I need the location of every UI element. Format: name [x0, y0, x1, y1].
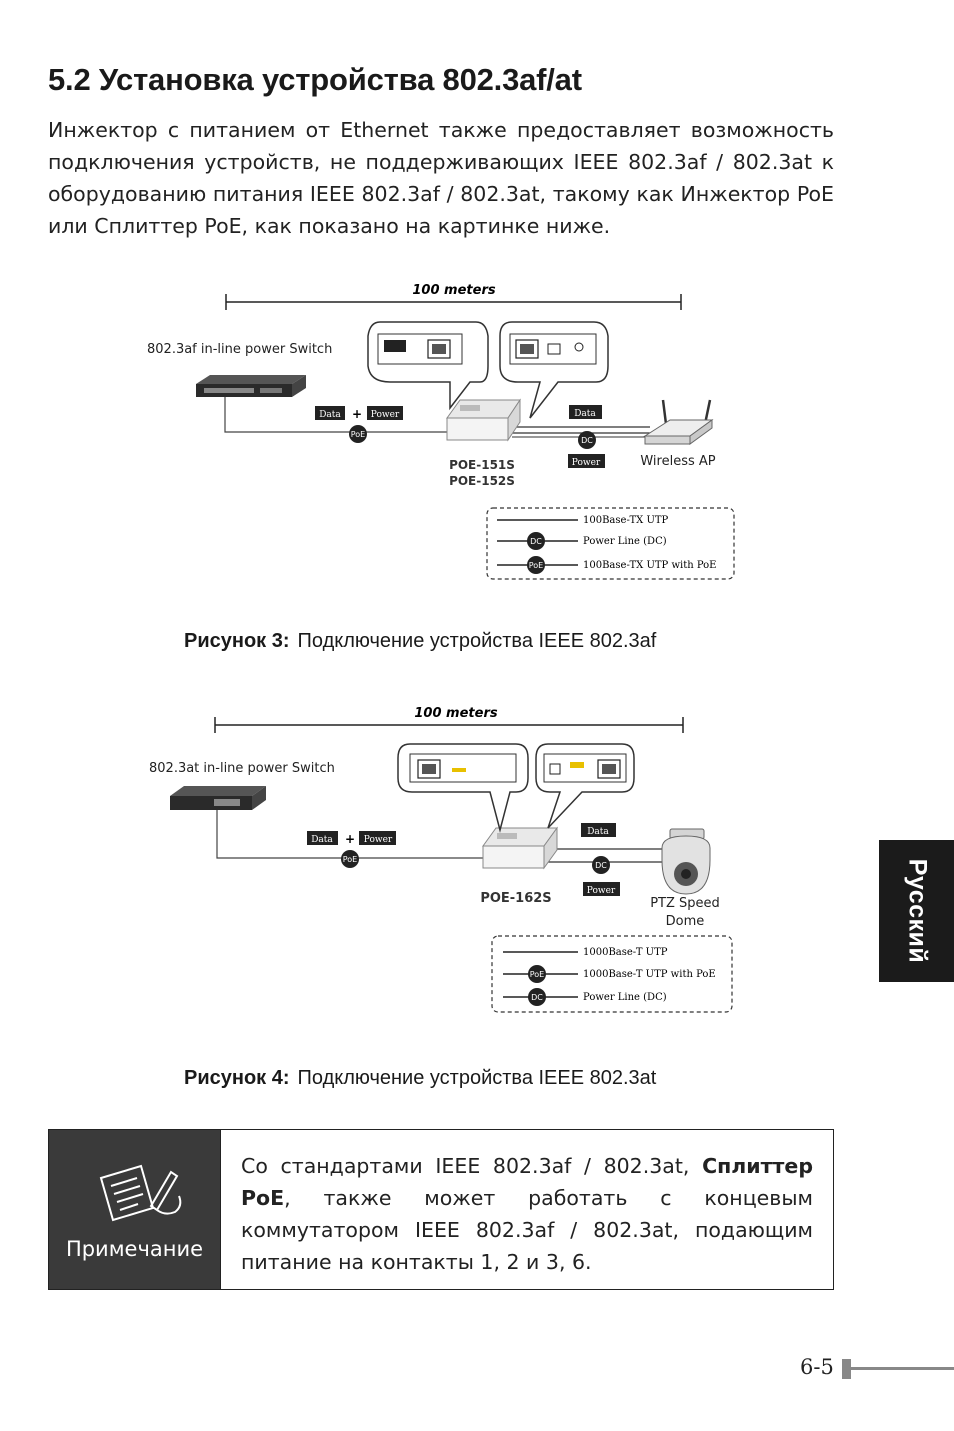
- poe-badge-text: PoE: [343, 855, 358, 864]
- data-tag-text: Data: [311, 835, 333, 845]
- endpoint-label: Wireless AP: [640, 454, 715, 469]
- note-text-bold: Сплиттер PoE: [241, 1154, 813, 1210]
- data-tag-text: Data: [319, 410, 341, 420]
- note-text: Со стандартами IEEE 802.3af / 802.3at, С…: [221, 1130, 833, 1289]
- note-box: Примечание Со стандартами IEEE 802.3af /…: [48, 1129, 834, 1290]
- splitter-closeup-callout: [499, 321, 609, 419]
- figure-3-caption-text: Подключение устройства IEEE 802.3af: [297, 630, 657, 652]
- switch-icon: [170, 786, 266, 810]
- section-title: 5.2 Установка устройства 802.3af/at: [48, 62, 582, 97]
- poe-badge-text: PoE: [351, 430, 366, 439]
- switch-label: 802.3at in-line power Switch: [149, 761, 335, 776]
- right-power-tag-text: Power: [587, 886, 616, 896]
- switch-label: 802.3af in-line power Switch: [147, 342, 332, 357]
- figure-4-caption: Рисунок 4: Подключение устройства IEEE 80…: [184, 1067, 656, 1090]
- plus-sign: +: [352, 407, 362, 421]
- distance-label: 100 meters: [414, 706, 497, 721]
- power-tag: [359, 831, 396, 845]
- right-data-tag: [569, 405, 602, 419]
- switch-icon: [196, 375, 306, 397]
- page-number: 6-5: [800, 1355, 834, 1379]
- wireless-ap-icon: [643, 399, 714, 445]
- legend-box: [486, 507, 735, 580]
- power-tag: [367, 406, 403, 420]
- legend-item-2: Power Line (DC): [583, 536, 667, 547]
- legend-item-2: 1000Base-T UTP with PoE: [583, 969, 716, 980]
- legend-badge-3: PoE: [529, 561, 544, 570]
- right-power-tag: [568, 454, 605, 468]
- legend-badge-2: DC: [530, 537, 542, 546]
- right-power-tag-text: Power: [572, 458, 601, 468]
- figure-3-caption: Рисунок 3: Подключение устройства IEEE 80…: [184, 630, 656, 653]
- plus-sign: +: [345, 832, 355, 846]
- legend-box: [491, 935, 733, 1013]
- page-number-rule: [851, 1367, 954, 1370]
- power-tag-text: Power: [364, 835, 393, 845]
- splitter-device-icon: [446, 398, 521, 442]
- right-power-tag: [583, 882, 620, 896]
- legend-item-1: 1000Base-T UTP: [583, 947, 668, 958]
- power-tag-text: Power: [371, 410, 400, 420]
- distance-label: 100 meters: [412, 283, 495, 298]
- figure-3-caption-label: Рисунок 3:: [184, 630, 290, 652]
- data-tag: [315, 406, 345, 420]
- page-number-marker: [842, 1359, 851, 1379]
- endpoint-label-line2: Dome: [666, 914, 705, 929]
- figure-3-diagram: 100 meters 802.3af in-line power Switch …: [147, 283, 735, 580]
- note-text-start: Со стандартами IEEE 802.3af / 802.3at,: [241, 1154, 703, 1178]
- dc-badge: [578, 431, 596, 449]
- figure-4-caption-text: Подключение устройства IEEE 802.3at: [297, 1067, 657, 1089]
- legend-item-3: Power Line (DC): [583, 992, 667, 1003]
- device-model-line1: POE-151S: [449, 458, 515, 472]
- device-model-line2: POE-152S: [449, 474, 515, 488]
- note-sidebar: Примечание: [49, 1130, 221, 1289]
- right-data-tag-text: Data: [574, 409, 596, 419]
- injector-closeup-callout: [397, 743, 529, 833]
- ptz-camera-icon: [661, 828, 711, 895]
- legend-badge-2: PoE: [530, 970, 545, 979]
- language-side-tab-label: Русский: [903, 858, 931, 964]
- data-tag: [307, 831, 338, 845]
- legend-badge-3: DC: [531, 993, 543, 1002]
- right-data-tag-text: Data: [587, 827, 609, 837]
- poe-badge: [341, 850, 359, 868]
- right-data-tag: [581, 823, 616, 837]
- note-writing-icon: [99, 1164, 182, 1222]
- splitter-device-icon: [482, 826, 558, 870]
- dc-badge-text: DC: [595, 861, 607, 870]
- note-text-end: , также может работать с концевым коммут…: [241, 1186, 813, 1274]
- legend-item-1: 100Base-TX UTP: [583, 515, 669, 526]
- language-side-tab: Русский: [879, 840, 954, 982]
- figure-4-caption-label: Рисунок 4:: [184, 1067, 290, 1089]
- note-label: Примечание: [65, 1237, 204, 1261]
- device-model-line1: POE-162S: [480, 891, 551, 906]
- endpoint-label-line1: PTZ Speed: [650, 896, 720, 911]
- intro-paragraph: Инжектор с питанием от Ethernet также пр…: [48, 118, 834, 238]
- injector-closeup-callout: [367, 321, 489, 411]
- dc-badge-text: DC: [581, 436, 593, 445]
- dc-badge: [592, 856, 610, 874]
- figure-4-diagram: 100 meters 802.3at in-line power Switch …: [149, 706, 733, 1013]
- legend-item-3: 100Base-TX UTP with PoE: [583, 560, 716, 571]
- poe-badge: [349, 425, 367, 443]
- splitter-closeup-callout: [535, 743, 635, 829]
